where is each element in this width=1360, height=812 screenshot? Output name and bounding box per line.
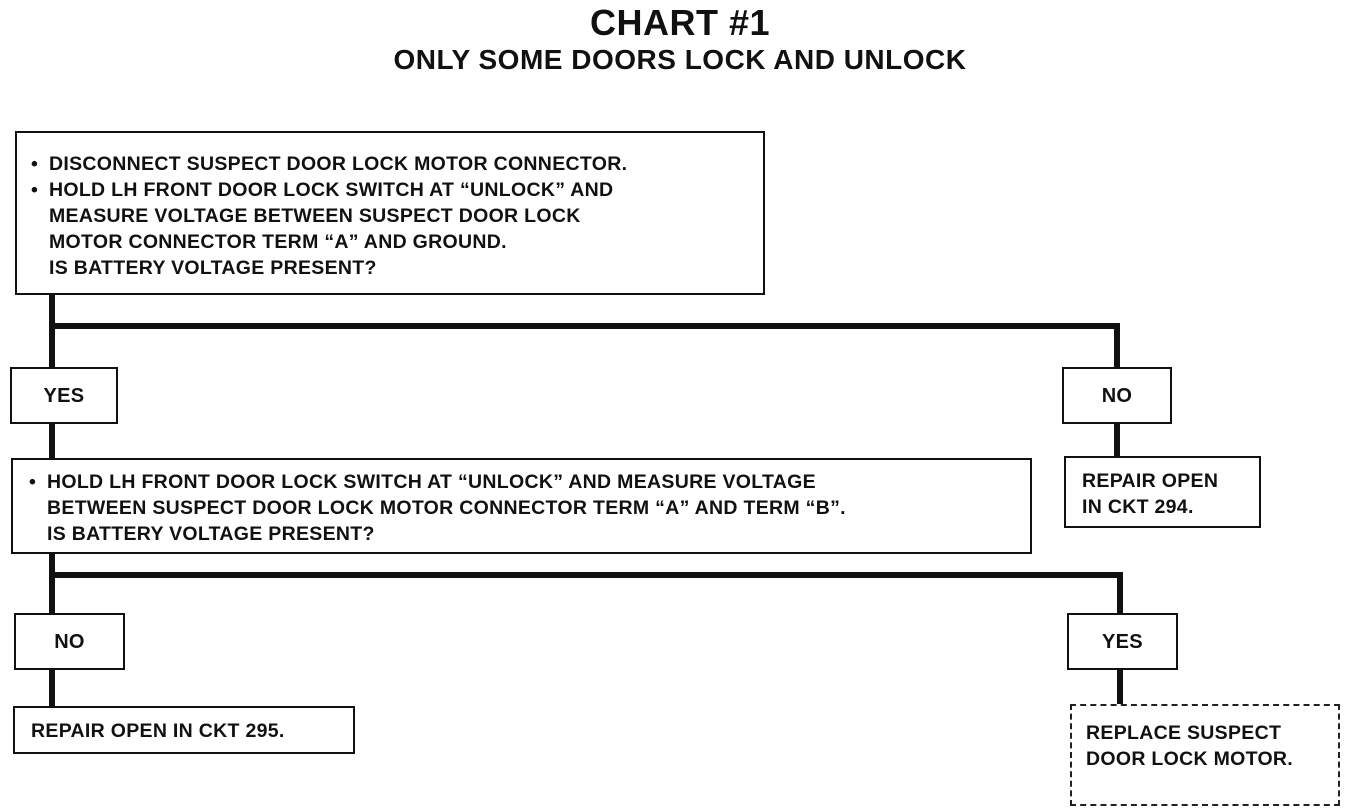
step2-question: IS BATTERY VOLTAGE PRESENT? bbox=[47, 523, 375, 545]
chart-subtitle: ONLY SOME DOORS LOCK AND UNLOCK bbox=[393, 44, 967, 75]
step2-bullet-1: • HOLD LH FRONT DOOR LOCK SWITCH AT “UNL… bbox=[29, 471, 846, 519]
step2-yes-label: YES bbox=[1067, 613, 1178, 670]
step2-box: • HOLD LH FRONT DOOR LOCK SWITCH AT “UNL… bbox=[11, 458, 1032, 554]
step1-question: IS BATTERY VOLTAGE PRESENT? bbox=[49, 257, 377, 279]
step1-box: • DISCONNECT SUSPECT DOOR LOCK MOTOR CON… bbox=[15, 131, 765, 295]
step1-no-result-box: REPAIR OPEN IN CKT 294. bbox=[1064, 456, 1261, 528]
bullet-icon: • bbox=[31, 153, 39, 175]
chart-title: CHART #1 bbox=[589, 2, 771, 43]
step1-bullet-1: • DISCONNECT SUSPECT DOOR LOCK MOTOR CON… bbox=[31, 153, 628, 175]
bullet-icon: • bbox=[31, 179, 39, 201]
step2-no-result-box: REPAIR OPEN IN CKT 295. bbox=[13, 706, 355, 754]
bullet-icon: • bbox=[29, 471, 37, 493]
step1-no-label: NO bbox=[1062, 367, 1172, 424]
step2-no-label: NO bbox=[14, 613, 125, 670]
step1-bullet-2: • HOLD LH FRONT DOOR LOCK SWITCH AT “UNL… bbox=[31, 179, 614, 253]
step1-yes-label: YES bbox=[10, 367, 118, 424]
step2-yes-result-box: REPLACE SUSPECT DOOR LOCK MOTOR. bbox=[1070, 704, 1340, 806]
